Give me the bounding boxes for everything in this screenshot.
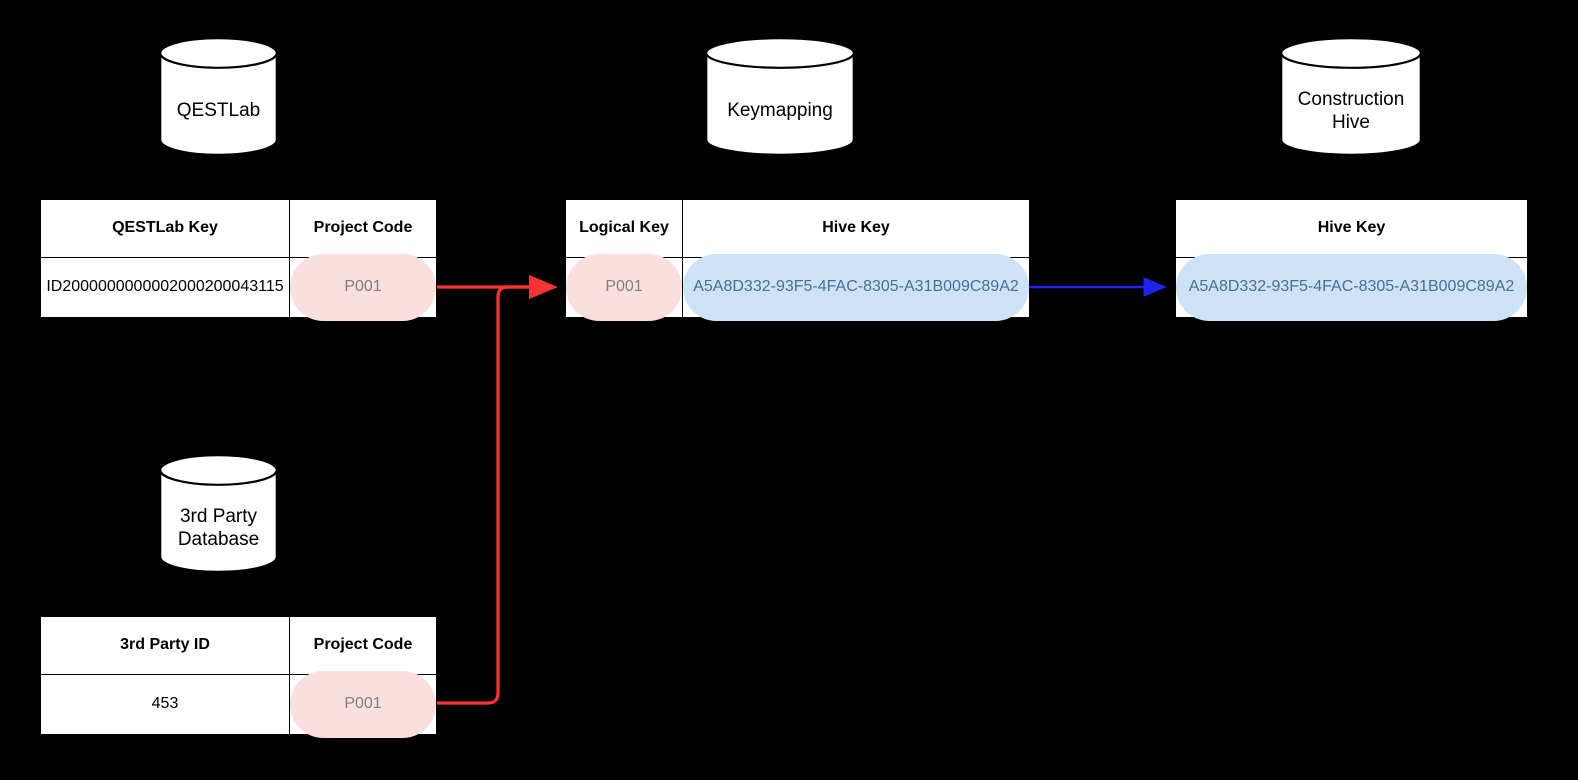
database-cylinder-icon [1280, 37, 1422, 156]
keymapping-header-hive-key-label: Hive Key [822, 219, 890, 237]
third-party-project-code-value: P001 [344, 695, 382, 713]
third-party-header-id-label: 3rd Party ID [120, 636, 210, 654]
construction-hive-hive-key-value: A5A8D332-93F5-4FAC-8305-A31B009C89A2 [1188, 278, 1515, 296]
third-party-table: 3rd Party ID Project Code 453 P001 [40, 616, 437, 738]
qestlab-cell-key: ID2000000000002000200043115 [41, 257, 290, 317]
third-party-id-value: 453 [151, 695, 179, 713]
keymapping-cell-hive-key: A5A8D332-93F5-4FAC-8305-A31B009C89A2 [683, 253, 1029, 321]
qestlab-header-project-code: Project Code [290, 200, 436, 257]
qestlab-table: QESTLab Key Project Code ID2000000000002… [40, 199, 437, 321]
qestlab-key-value: ID2000000000002000200043115 [46, 278, 284, 296]
keymapping-hive-key-pill: A5A8D332-93F5-4FAC-8305-A31B009C89A2 [683, 253, 1029, 321]
construction-hive-table: Hive Key A5A8D332-93F5-4FAC-8305-A31B009… [1175, 199, 1528, 321]
keymapping-cylinder-label: Keymapping [727, 100, 833, 121]
keymapping-table-header-row: Logical Key Hive Key [566, 200, 1029, 258]
construction-hive-header-hive-key: Hive Key [1176, 200, 1527, 257]
construction-hive-header-hive-key-label: Hive Key [1317, 219, 1386, 237]
qestlab-header-project-code-label: Project Code [313, 219, 413, 237]
qestlab-table-header-row: QESTLab Key Project Code [41, 200, 436, 258]
database-cylinder-icon [159, 37, 278, 156]
keymapping-database-cylinder: Keymapping [705, 37, 855, 156]
third-party-cylinder-label: 3rd Party Database [177, 506, 260, 550]
qestlab-table-row: ID2000000000002000200043115 P001 [41, 253, 436, 321]
construction-hive-table-row: A5A8D332-93F5-4FAC-8305-A31B009C89A2 [1176, 253, 1527, 321]
construction-hive-cell-hive-key: A5A8D332-93F5-4FAC-8305-A31B009C89A2 [1176, 253, 1527, 321]
database-cylinder-icon [159, 454, 278, 573]
keymapping-hive-key-value: A5A8D332-93F5-4FAC-8305-A31B009C89A2 [693, 278, 1019, 296]
third-party-database-cylinder: 3rd Party Database [159, 454, 278, 573]
keymapping-header-hive-key: Hive Key [683, 200, 1029, 257]
construction-hive-table-header-row: Hive Key [1176, 200, 1527, 258]
qestlab-project-code-value: P001 [344, 278, 382, 296]
qestlab-cell-project-code: P001 [290, 253, 436, 321]
third-party-project-code-pill: P001 [290, 670, 436, 738]
qestlab-database-cylinder: QESTLab [159, 37, 278, 156]
keymapping-table: Logical Key Hive Key P001 A5A8D332-93F5-… [565, 199, 1030, 321]
third-party-table-header-row: 3rd Party ID Project Code [41, 617, 436, 675]
qestlab-header-key-label: QESTLab Key [112, 219, 218, 237]
keymapping-table-row: P001 A5A8D332-93F5-4FAC-8305-A31B009C89A… [566, 253, 1029, 321]
third-party-cell-id: 453 [41, 674, 290, 734]
construction-hive-database-cylinder: Construction Hive [1280, 37, 1422, 156]
third-party-cell-project-code: P001 [290, 670, 436, 738]
database-cylinder-icon [705, 37, 855, 156]
construction-hive-hive-key-pill: A5A8D332-93F5-4FAC-8305-A31B009C89A2 [1176, 253, 1527, 321]
keymapping-logical-key-pill: P001 [566, 253, 682, 321]
third-party-header-project-code: Project Code [290, 617, 436, 674]
keymapping-cell-logical-key: P001 [566, 253, 683, 321]
qestlab-header-key: QESTLab Key [41, 200, 290, 257]
red-connector-thirdparty-to-keymapping [437, 285, 540, 705]
construction-hive-cylinder-label: Construction Hive [1297, 89, 1405, 133]
qestlab-cylinder-label: QESTLab [176, 100, 261, 121]
qestlab-project-code-pill: P001 [290, 253, 436, 321]
keymapping-logical-key-value: P001 [605, 278, 643, 296]
third-party-header-id: 3rd Party ID [41, 617, 290, 674]
third-party-header-project-code-label: Project Code [313, 636, 413, 654]
third-party-table-row: 453 P001 [41, 670, 436, 738]
keymapping-header-logical-key: Logical Key [566, 200, 683, 257]
keymapping-header-logical-key-label: Logical Key [579, 219, 669, 237]
